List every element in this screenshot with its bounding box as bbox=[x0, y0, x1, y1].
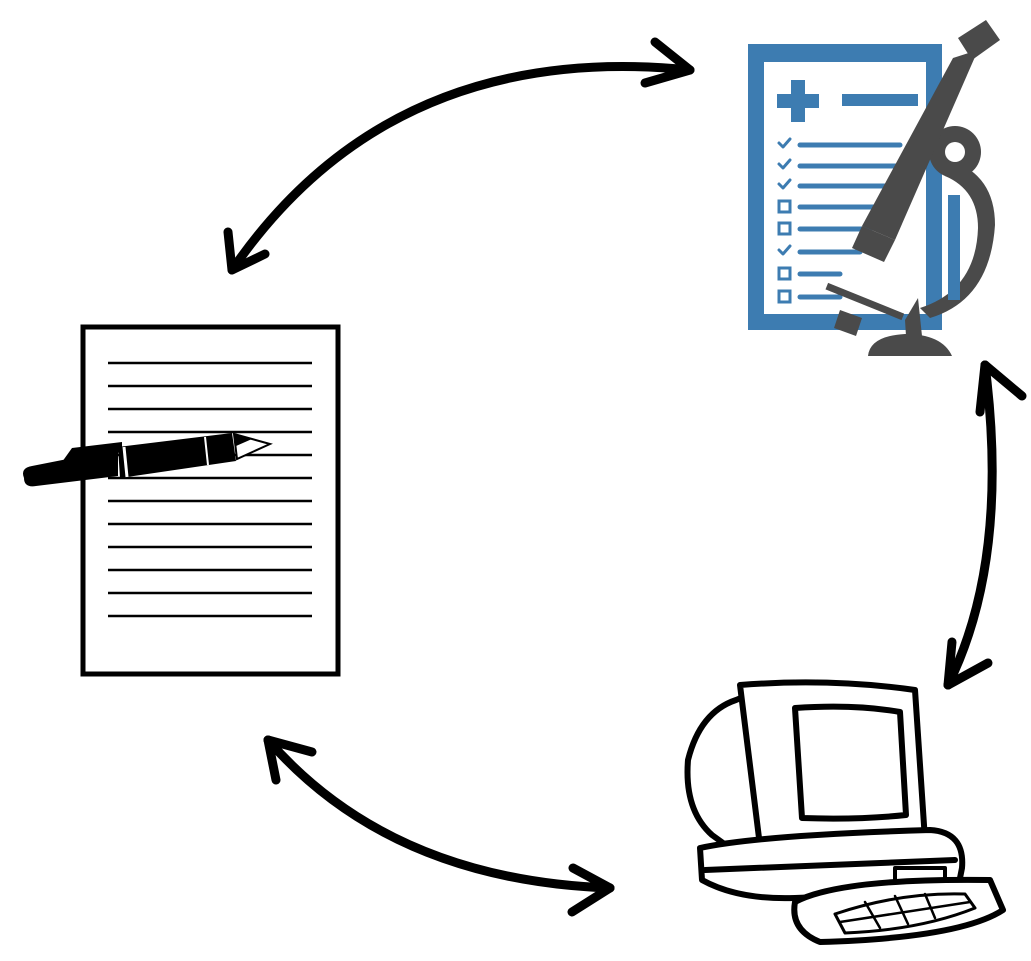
microscope-icon bbox=[825, 20, 1000, 356]
pen-icon bbox=[23, 432, 273, 487]
checkmark-icons bbox=[777, 137, 792, 256]
document-with-pen-icon bbox=[23, 324, 341, 677]
arrow-research-computing bbox=[943, 360, 1027, 690]
medical-checklist-microscope-icon bbox=[748, 20, 1000, 356]
text-lines bbox=[108, 361, 312, 618]
checklist-lines bbox=[797, 142, 903, 300]
arrow-computing-writing bbox=[263, 735, 615, 917]
plus-icon bbox=[777, 80, 819, 122]
arrow-writing-research bbox=[223, 37, 695, 275]
monitor-screen bbox=[792, 703, 909, 822]
checkbox-icons bbox=[777, 199, 792, 304]
desktop-computer-icon bbox=[684, 679, 1006, 945]
